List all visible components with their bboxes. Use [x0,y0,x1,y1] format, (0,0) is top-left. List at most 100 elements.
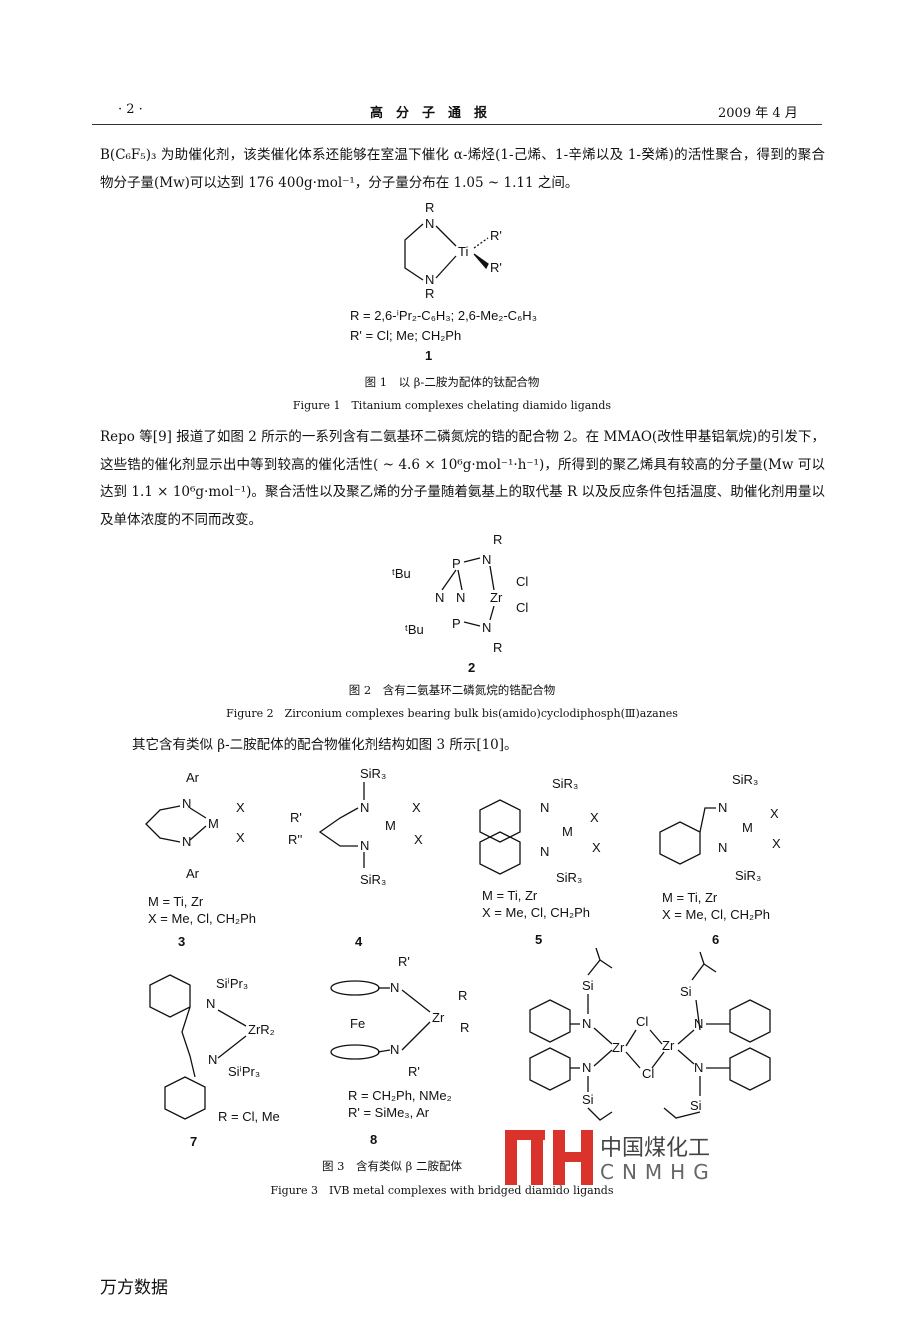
header-rule [92,124,822,125]
structure-4: SiR₃ R' R'' N M X X N SiR₃ 4 [288,766,423,949]
svg-text:N: N [482,620,491,635]
svg-text:N: N [360,838,369,853]
svg-text:N: N [694,1060,703,1075]
paragraph-3: 其它含有类似 β-二胺配体的配合物催化剂结构如图 3 所示[10]。 [132,737,518,753]
svg-text:7: 7 [190,1134,197,1149]
svg-text:X: X [770,806,779,821]
figure2-caption-cn: 图 2 含有二氨基环二磷氮烷的锆配合物 [348,683,556,697]
svg-text:ᵗBu: ᵗBu [392,566,411,581]
svg-text:R = CH₂Ph, NMe₂: R = CH₂Ph, NMe₂ [348,1088,452,1103]
svg-text:R: R [460,1020,469,1035]
svg-text:N: N [182,834,191,849]
svg-text:R' = Cl; Me; CH₂Ph: R' = Cl; Me; CH₂Ph [350,328,461,343]
figure1-caption-cn: 图 1 以 β-二胺为配体的钛配合物 [364,375,540,389]
svg-text:N: N [482,552,491,567]
svg-text:SiR₃: SiR₃ [552,776,578,791]
svg-text:X = Me, Cl, CH₂Ph: X = Me, Cl, CH₂Ph [148,911,256,926]
svg-text:M = Ti, Zr: M = Ti, Zr [148,894,204,909]
paragraph-1: B(C₆F₅)₃ 为助催化剂，该类催化体系还能够在室温下催化 α-烯烃(1-己烯… [100,147,825,191]
svg-text:X: X [590,810,599,825]
svg-text:SiR₃: SiR₃ [556,870,582,885]
svg-text:Ar: Ar [186,770,200,785]
svg-text:M = Ti, Zr: M = Ti, Zr [482,888,538,903]
svg-text:N: N [208,1052,217,1067]
svg-text:Zr: Zr [432,1010,445,1025]
svg-text:Si: Si [582,978,594,993]
svg-text:R': R' [290,810,302,825]
structure-2: R N P ᵗBu N N Zr Cl Cl P ᵗBu N R 2 [392,532,528,675]
page-number: · 2 · [118,102,143,117]
svg-text:Cl: Cl [642,1066,654,1081]
svg-text:N: N [435,590,444,605]
svg-text:R: R [425,200,434,215]
svg-text:X: X [412,800,421,815]
svg-text:N: N [182,796,191,811]
figure3-caption-en: Figure 3 IVB metal complexes with bridge… [270,1184,614,1197]
svg-text:Ti: Ti [458,244,468,259]
figure1-caption-en: Figure 1 Titanium complexes chelating di… [292,399,612,412]
svg-text:R': R' [490,228,502,243]
svg-text:R': R' [490,260,502,275]
structure-6: SiR₃ N M X X N SiR₃ M = Ti, Zr X = Me, C… [659,772,781,947]
svg-text:R: R [458,988,467,1003]
svg-text:Zr: Zr [662,1038,675,1053]
svg-text:Cl: Cl [516,600,528,615]
svg-text:N: N [456,590,465,605]
issue-date: 2009 年 4 月 [718,106,798,121]
svg-text:R = 2,6-ⁱPr₂-C₆H₃; 2,6-Me₂-C₆H: R = 2,6-ⁱPr₂-C₆H₃; 2,6-Me₂-C₆H₃ [350,308,537,323]
svg-text:SiR₃: SiR₃ [360,872,386,887]
svg-text:M: M [562,824,573,839]
figure3-caption-cn: 图 3 含有类似 β 二胺配体 [322,1159,462,1173]
svg-text:N: N [540,844,549,859]
svg-text:M = Ti, Zr: M = Ti, Zr [662,890,718,905]
watermark-logo [505,1130,593,1185]
svg-text:X = Me, Cl, CH₂Ph: X = Me, Cl, CH₂Ph [662,907,770,922]
svg-text:N: N [425,216,434,231]
svg-text:ᵗBu: ᵗBu [405,622,424,637]
svg-text:X: X [236,800,245,815]
structure-7: SiⁱPr₃ N ZrR₂ N SiⁱPr₃ R = Cl, Me 7 [149,974,280,1149]
svg-text:N: N [540,800,549,815]
svg-text:R': R' [408,1064,420,1079]
svg-text:Fe: Fe [350,1016,365,1031]
svg-text:R = Cl, Me: R = Cl, Me [218,1109,280,1124]
paragraph-2: Repo 等[9] 报道了如图 2 所示的一系列含有二氨基环二磷氮烷的锆的配合物… [100,429,825,528]
svg-text:N: N [425,272,434,287]
footer-source: 万方数据 [100,1278,168,1298]
svg-text:P: P [452,616,461,631]
svg-text:N: N [718,800,727,815]
svg-text:X: X [592,840,601,855]
svg-text:N: N [360,800,369,815]
svg-text:Zr: Zr [612,1040,625,1055]
svg-text:Si: Si [582,1092,594,1107]
svg-text:M: M [385,818,396,833]
svg-text:SiⁱPr₃: SiⁱPr₃ [228,1064,260,1079]
structure-5: SiR₃ N M X X N SiR₃ M = Ti, Zr X = Me, C… [479,776,601,947]
svg-text:Cl: Cl [516,574,528,589]
watermark-cn: 中国煤化工 [600,1136,711,1161]
svg-text:R: R [425,286,434,301]
structure-3: Ar N M X X N Ar M = Ti, Zr X = Me, Cl, C… [145,770,256,949]
svg-text:4: 4 [355,934,363,949]
svg-text:Ar: Ar [186,866,200,881]
svg-text:X: X [236,830,245,845]
svg-text:N: N [582,1016,591,1031]
svg-text:1: 1 [425,348,432,363]
journal-name: 高 分 子 通 报 [370,106,488,121]
svg-text:N: N [206,996,215,1011]
svg-text:X = Me, Cl, CH₂Ph: X = Me, Cl, CH₂Ph [482,905,590,920]
structure-1: R N Ti R' R' N R R = 2,6-ⁱPr₂-C₆H₃; 2,6-… [350,200,537,363]
svg-text:3: 3 [178,934,185,949]
svg-text:R'': R'' [288,832,302,847]
structure-dinuclear-zr: Si N N Si Cl Cl Zr Zr Si N N Si [529,947,771,1121]
svg-text:8: 8 [370,1132,377,1147]
figure2-caption-en: Figure 2 Zirconium complexes bearing bul… [226,707,678,720]
svg-text:X: X [772,836,781,851]
svg-text:N: N [390,980,399,995]
watermark-mh-logo [505,1130,593,1185]
svg-text:Cl: Cl [636,1014,648,1029]
svg-text:ZrR₂: ZrR₂ [248,1022,275,1037]
svg-text:R: R [493,532,502,547]
